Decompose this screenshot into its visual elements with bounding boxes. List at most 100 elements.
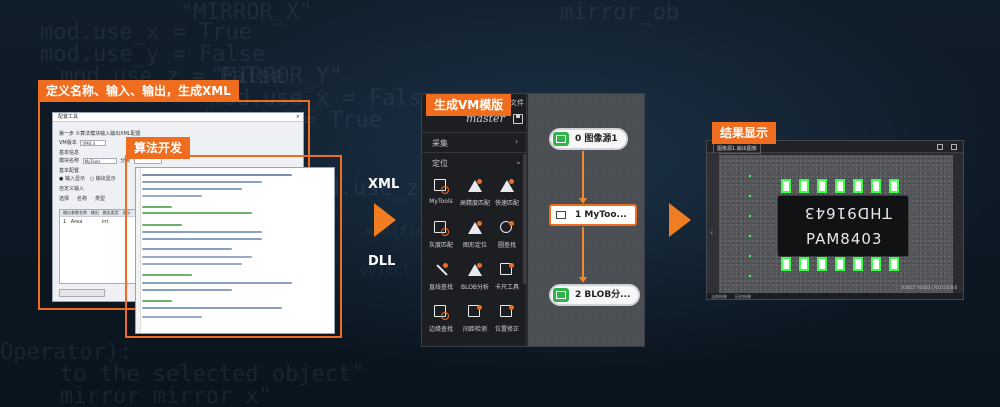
result-side-panel: ‹ [707,153,719,299]
code-line [142,188,242,190]
file-menu[interactable]: 文件 [510,99,524,107]
module-icon [553,208,569,222]
tool-label: 位置修正 [494,326,519,333]
code-line [142,282,292,284]
pin-highlight [889,179,899,193]
fast-match-icon [499,178,515,194]
tool-label: 图形定位 [462,242,487,249]
gap-detect-icon [467,304,483,320]
tool-position-correct[interactable]: 位置修正 [490,304,524,340]
pin-highlight [835,257,845,271]
code-line [142,248,232,250]
bg-code-line: Operator): [0,340,133,365]
tool-label: 圆查找 [497,242,516,249]
tool-caliper[interactable]: 卡尺工具 [490,262,524,298]
node-label: 0 图像源1 [575,134,618,144]
chevron-right-icon[interactable]: › [515,137,519,146]
module-name-field[interactable]: MyTools [82,157,117,164]
chevron-left-icon[interactable]: ‹ [710,228,714,237]
pin-highlight [871,257,881,271]
table-col-header: 输出参数名称 [63,210,87,215]
algo-panel-frame [125,155,342,338]
table-tab[interactable]: 类型 [94,196,105,202]
module-name-value: MyTools [84,158,101,164]
pin-highlight [817,257,827,271]
flow-connector [582,227,584,277]
edge-mark [749,195,751,197]
high-precision-match-icon [467,178,483,194]
chip-body: THD91643 PAM8403 [777,195,909,257]
flow-arrow-icon [579,198,587,204]
toolbox-scrollbar[interactable] [523,154,526,284]
tool-gap-detect[interactable]: 间距检测 [458,304,492,340]
save-icon[interactable] [513,114,523,124]
tool-edge-find[interactable]: 边缘查找 [424,304,458,340]
code-line [142,231,262,233]
tool-circle-find[interactable]: 圆查找 [490,220,524,256]
table-tab[interactable]: 选择 [59,196,70,202]
tool-gray-match[interactable]: 灰度匹配 [424,220,458,256]
tool-fast-match[interactable]: 快速匹配 [490,178,524,214]
output-display-label: 输出显示 [95,176,116,182]
node-label: 2 BLOB分... [575,290,631,300]
tool-shape-locate[interactable]: 图形定位 [458,220,492,256]
step-result-label: 结果显示 [712,122,777,144]
section-locate[interactable]: 定位 [432,159,448,168]
basic-config-heading: 基本配置 [59,168,80,174]
line-find-icon [433,262,449,278]
grid-icon[interactable] [937,144,943,150]
table-tabs: 选择 名称 类型 [59,195,105,202]
flow-node-mytools[interactable]: 1 MyToo... [549,204,637,226]
chip-marking-bottom: PAM8403 [806,230,883,248]
tab-history-result[interactable]: 历史结果 [735,294,751,299]
tool-blob-analysis[interactable]: BLOB分析 [458,262,492,298]
pin-highlight [835,179,845,193]
result-image-tab[interactable]: 图像源1.输出图像 [713,143,761,154]
close-icon[interactable]: × [295,114,300,120]
tool-mytools[interactable]: MyTools [424,178,458,214]
result-image: THD91643 PAM8403 [719,155,953,293]
code-editor-window [135,167,335,334]
flow-arrow-icon [579,277,587,283]
position-correct-icon [499,304,515,320]
flow-connector [582,151,584,198]
input-display-radio[interactable]: ● 输入显示 [59,176,85,182]
code-line [142,263,242,265]
chevron-down-icon[interactable]: ⌄ [515,157,522,166]
chip-marking-top: THD91643 [804,204,892,222]
table-tab[interactable]: 名称 [76,196,87,202]
tool-high-precision-match[interactable]: 高精度匹配 [458,178,492,214]
output-display-radio[interactable]: ○ 输出显示 [89,176,116,182]
tool-label: MyTools [429,198,453,205]
flow-canvas[interactable]: 0 图像源1 1 MyToo... 2 BLOB分... [528,94,644,346]
flow-node-blob[interactable]: 2 BLOB分... [549,284,641,306]
step-algo-label: 算法开发 [126,137,191,159]
divider [422,132,527,133]
pin-highlight [799,257,809,271]
dll-output-label: DLL [368,254,396,269]
vm-version-select[interactable]: VM4.3 [80,139,107,146]
chevron-right-icon [374,203,396,237]
generate-button[interactable] [59,289,105,297]
divider [422,152,527,153]
section-capture[interactable]: 采集 [432,139,448,148]
tool-label: 间距检测 [462,326,487,333]
tool-line-find[interactable]: 直线查找 [424,262,458,298]
vm-version-value: VM4.3 [82,140,95,146]
mytools-icon [433,178,449,194]
tool-label: BLOB分析 [460,284,490,291]
pin-highlight [781,179,791,193]
display-options-row: ● 输入显示 ○ 输出显示 [59,175,116,182]
pixel-coordinate-readout: X:0017 Y:0163 | R:0 G:0 B:0 [901,285,957,290]
flow-node-image-source[interactable]: 0 图像源1 [549,128,628,150]
table-col-header: 输出 [90,210,99,215]
edge-mark [749,255,751,257]
code-line [142,316,202,318]
table-row[interactable]: 1 Area int [60,217,168,227]
expand-icon[interactable] [951,144,957,150]
code-line [142,224,182,226]
blob-icon [553,288,569,302]
tool-label: 边缘查找 [428,326,453,333]
code-line [142,300,172,302]
tab-current-result[interactable]: 当前结果 [711,294,727,299]
